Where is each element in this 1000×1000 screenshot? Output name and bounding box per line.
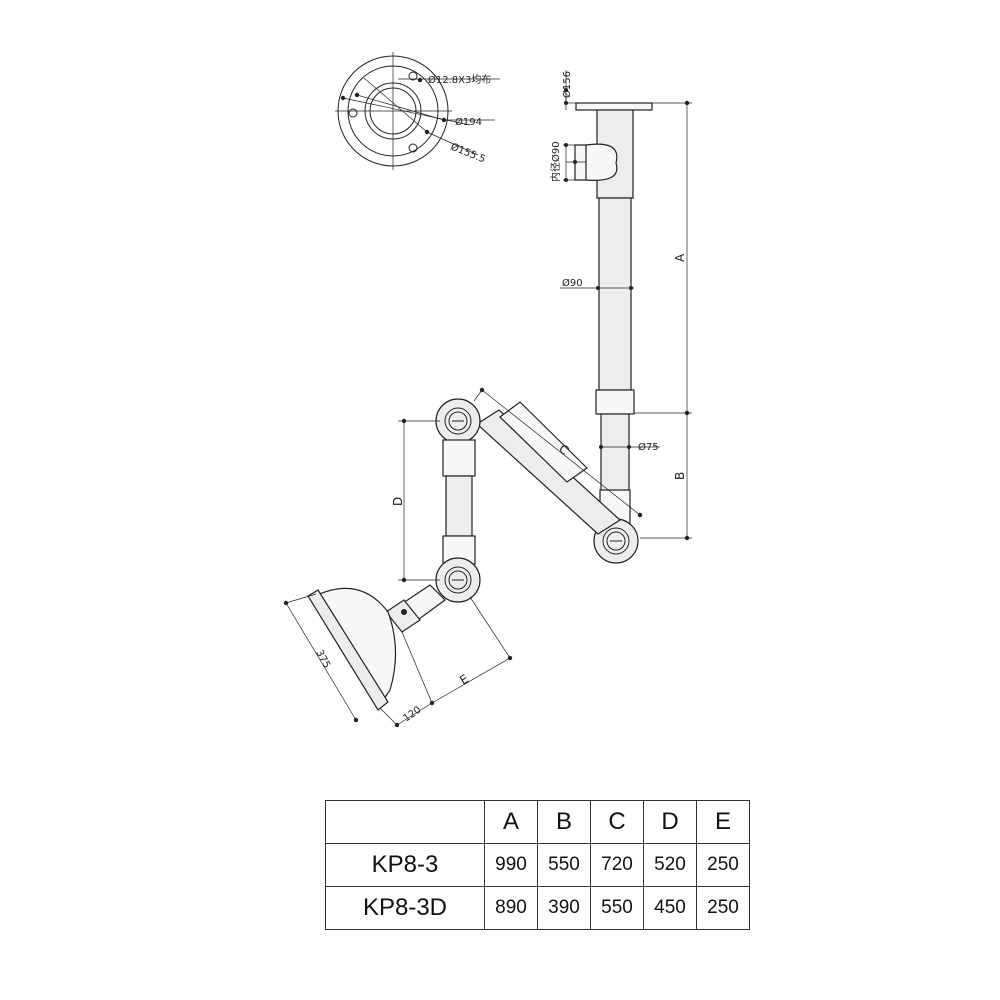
hole-spec-label: Ø12.8X3均布 [428, 74, 491, 86]
diameter-155-label: Ø155.5 [449, 141, 487, 166]
mounting-plate [564, 70, 653, 111]
model-cell: KP8-3D [325, 886, 485, 930]
dimension-120-label: 120 [401, 704, 423, 724]
upper-left-joint [435, 398, 481, 444]
diameter-194-label: Ø194 [455, 116, 482, 128]
table-header-row: A B C D E [325, 800, 750, 844]
lower-left-joint [435, 557, 481, 603]
table-cell: 250 [696, 843, 750, 887]
dimension-a-label: A [673, 253, 687, 262]
table-cell: 550 [590, 886, 644, 930]
vertical-forearm [442, 439, 476, 565]
table-header-cell: B [537, 800, 591, 844]
dimension-d [398, 418, 440, 583]
table-row: KP8-3 990 550 720 520 250 [325, 843, 750, 887]
bolt-hole [408, 71, 418, 81]
table-cell: 890 [484, 886, 538, 930]
dimension-d-label: D [391, 497, 405, 506]
bolt-hole [408, 143, 418, 153]
model-cell: KP8-3 [325, 843, 485, 887]
table-cell: 390 [537, 886, 591, 930]
dimension-a-b [634, 100, 692, 541]
table-cell: 550 [537, 843, 591, 887]
diameter-75-label: Ø75 [638, 441, 659, 453]
table-cell: 250 [696, 886, 750, 930]
table-header-cell: C [590, 800, 644, 844]
table-row: KP8-3D 890 390 550 450 250 [325, 886, 750, 930]
diameter-90-label: Ø90 [562, 277, 583, 289]
table-cell: 450 [643, 886, 697, 930]
table-cell: 720 [590, 843, 644, 887]
dimension-b-label: B [673, 472, 687, 480]
inner-diameter-label: 内径Ø90 [549, 141, 562, 182]
vertical-upper-pipe [560, 109, 660, 495]
table-cell: 990 [484, 843, 538, 887]
dimension-375-label: 375 [313, 648, 332, 670]
table-cell: 520 [643, 843, 697, 887]
diameter-156-label: Ø156 [561, 71, 573, 98]
flange-plan-view [335, 52, 500, 170]
table-header-cell: D [643, 800, 697, 844]
technical-drawing: Ø12.8X3均布 Ø194 Ø155.5 Ø156 内径Ø90 Ø90 Ø75 [283, 52, 692, 728]
dimension-375 [283, 593, 359, 723]
bolt-hole [348, 108, 358, 118]
table-header-cell [325, 800, 485, 844]
dimension-e-label: E [457, 672, 471, 688]
table-header-cell: E [696, 800, 750, 844]
dimension-e [431, 596, 513, 704]
extraction-hood [307, 584, 446, 711]
table-header-cell: A [484, 800, 538, 844]
dimension-table: A B C D E KP8-3 990 550 720 520 250 KP8-… [325, 800, 750, 930]
diagonal-arm [473, 387, 643, 535]
